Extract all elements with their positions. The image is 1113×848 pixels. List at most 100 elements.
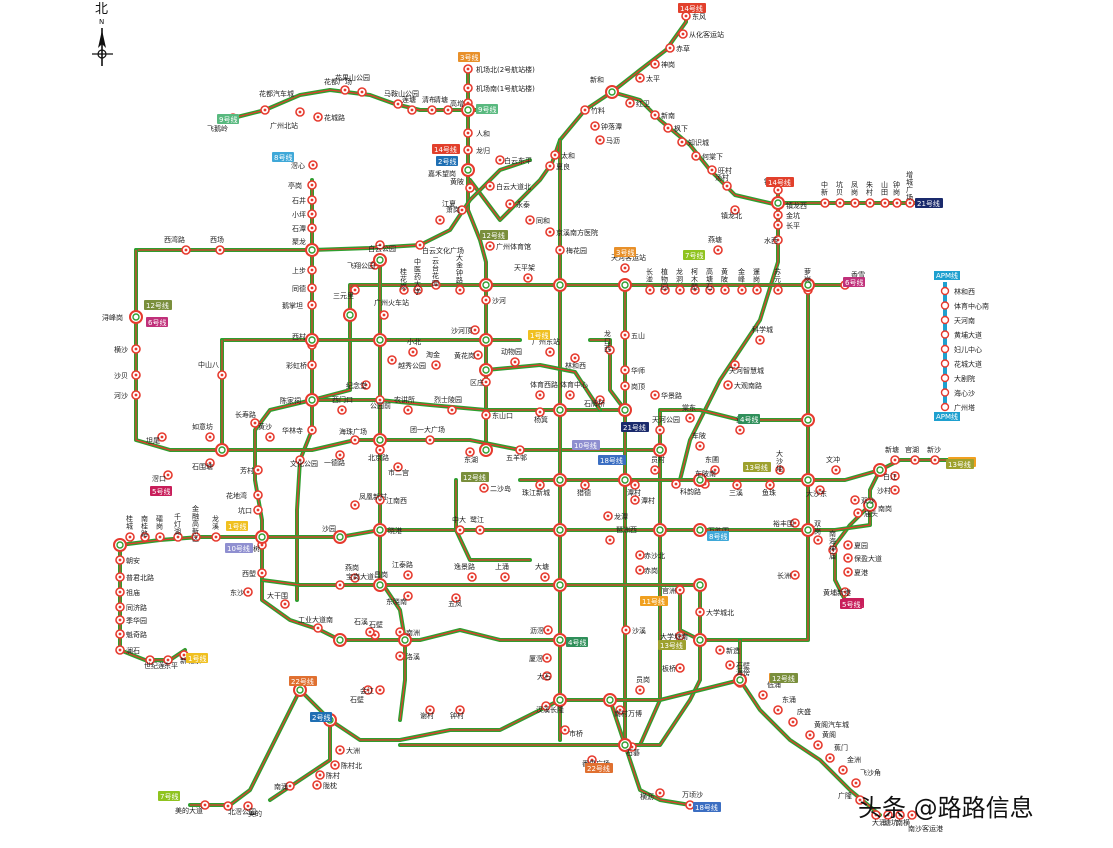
- station-label: 西塱: [242, 569, 256, 578]
- station-label: 坑口: [238, 506, 252, 515]
- station-label: 汉溪长隆: [536, 705, 564, 714]
- station-label: 林和西: [565, 361, 586, 370]
- interchange-marker-ring: [482, 446, 490, 454]
- station-label: 河沙: [114, 392, 128, 400]
- interchange-marker: [305, 243, 319, 257]
- line-tag: 2号线: [436, 156, 458, 166]
- station-label: 机场北(2号航站楼): [476, 65, 535, 74]
- station-label: 天河公园: [652, 416, 680, 424]
- station-marker-dot: [593, 124, 597, 128]
- station-label: 鱼珠: [762, 488, 776, 497]
- station-label: 团一大广场: [410, 425, 445, 434]
- watermark-text: 头条 @路路信息: [858, 794, 1034, 822]
- interchange-marker: [553, 278, 567, 292]
- station-label: 五凤: [448, 600, 462, 608]
- line-tag-text: 1号线: [530, 331, 548, 340]
- station-marker-dot: [298, 110, 302, 114]
- station-label: 金坑: [786, 211, 800, 220]
- station-label: 聚龙: [292, 237, 306, 246]
- station-label: 会江: [360, 686, 374, 695]
- line-tag-box: [458, 52, 480, 62]
- interchange-marker: [693, 473, 707, 487]
- line-tag-box: [693, 802, 721, 812]
- station-label: 纪念堂: [346, 381, 367, 390]
- interchange-marker-ring: [656, 526, 664, 534]
- line-tag: 14号线: [766, 177, 794, 187]
- station-label: 棠东: [682, 403, 696, 412]
- interchange-marker-ring: [656, 446, 664, 454]
- station-label: 马沥: [606, 136, 620, 145]
- track-rail: [419, 159, 531, 246]
- line-tag: 6号线: [146, 317, 168, 327]
- station-marker-dot: [776, 288, 780, 292]
- station-marker-dot: [678, 634, 682, 638]
- interchange-marker-ring: [482, 366, 490, 374]
- station-nodes: [113, 11, 940, 820]
- station-label: 石壁: [369, 620, 383, 629]
- station-label: 板桥: [662, 664, 676, 673]
- station-marker-dot: [624, 628, 628, 632]
- station-label: 中山八: [198, 360, 219, 369]
- station-marker-dot: [118, 558, 122, 562]
- compass-icon: [92, 28, 113, 66]
- interchange-marker-ring: [376, 436, 384, 444]
- interchange-marker: [333, 633, 347, 647]
- station-label: 凤岗: [851, 181, 858, 197]
- station-marker-dot: [838, 201, 842, 205]
- station-marker-dot: [628, 101, 632, 105]
- station-label: 龙口西: [604, 329, 611, 353]
- station-marker-dot: [118, 590, 122, 594]
- interchange-marker: [801, 473, 815, 487]
- line-tag-box: [480, 230, 508, 240]
- station-label: 中医药大学: [414, 257, 421, 296]
- station-marker-dot: [846, 543, 850, 547]
- station-label: 美的大道: [175, 806, 203, 815]
- line-tag-box: [585, 763, 613, 773]
- station-label: 大沙地: [776, 449, 783, 473]
- apm-station-marker: [940, 402, 950, 412]
- interchange-marker: [305, 333, 319, 347]
- station-marker-dot: [466, 86, 470, 90]
- interchange-marker-ring: [464, 106, 472, 114]
- station-label: 海傍: [736, 668, 750, 677]
- interchange-marker-ring: [376, 581, 384, 589]
- station-label: 杨箕: [534, 415, 548, 424]
- line-tag-text: 22号线: [291, 677, 314, 686]
- station-label: 澜石: [126, 646, 140, 655]
- station-label: 梅花园: [566, 246, 587, 255]
- interchange-marker: [801, 278, 815, 292]
- line-tag-box: [766, 177, 794, 187]
- station-marker-dot: [208, 435, 212, 439]
- station-marker-dot: [548, 350, 552, 354]
- station-marker-dot: [913, 458, 917, 462]
- station-marker-dot: [834, 468, 838, 472]
- station-marker-dot: [311, 163, 315, 167]
- line-tag-box: [528, 330, 550, 340]
- interchange-marker: [461, 163, 475, 177]
- line-tag-text: 13号线: [660, 641, 683, 650]
- station-label: 华景路: [661, 391, 682, 400]
- station-label: 庙头: [864, 509, 878, 518]
- line-tag-box: [946, 459, 974, 469]
- station-marker-dot: [466, 67, 470, 71]
- station-marker-dot: [468, 186, 472, 190]
- track-rail: [261, 579, 700, 586]
- station-marker-dot: [484, 380, 488, 384]
- station-label: 白云大道北: [496, 182, 531, 191]
- station-label: 南横: [896, 818, 910, 827]
- interchange-marker: [373, 253, 387, 267]
- apm-title-top: [934, 271, 960, 280]
- station-marker-dot: [488, 184, 492, 188]
- station-marker-dot: [728, 663, 732, 667]
- station-label: 萝岗: [804, 267, 811, 284]
- station-marker-dot: [134, 393, 138, 397]
- station-label: 东山口: [492, 411, 513, 420]
- station-marker-dot: [883, 201, 887, 205]
- station-marker-dot: [733, 363, 737, 367]
- station-label: 黄花岗: [454, 351, 475, 360]
- line-tag-text: 3号线: [460, 53, 478, 62]
- station-label: 花果山公园: [335, 73, 370, 82]
- station-marker-dot: [203, 803, 207, 807]
- line-tag: 4号线: [566, 637, 588, 647]
- station-label: 长平: [786, 221, 800, 230]
